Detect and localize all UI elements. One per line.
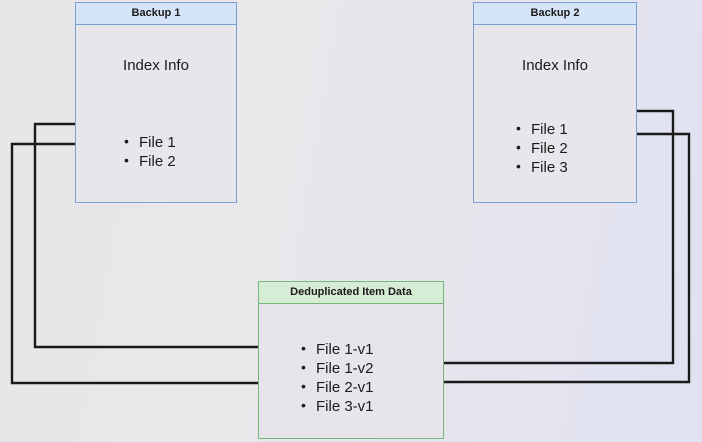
- list-item[interactable]: File 1-v1: [301, 339, 374, 359]
- list-item[interactable]: File 2: [516, 138, 568, 158]
- backup2-title: Backup 2: [474, 3, 636, 25]
- backup2-file-list: File 1 File 2 File 3: [516, 119, 568, 177]
- dedup-node[interactable]: Deduplicated Item Data File 1-v1 File 1-…: [258, 281, 444, 439]
- backup2-node[interactable]: Backup 2 Index Info File 1 File 2 File 3: [473, 2, 637, 203]
- backup1-index-label: Index Info: [123, 57, 189, 74]
- backup2-index-label: Index Info: [522, 57, 588, 74]
- backup1-file-list: File 1 File 2: [124, 132, 176, 171]
- list-item[interactable]: File 1-v2: [301, 358, 374, 378]
- dedup-title: Deduplicated Item Data: [259, 282, 443, 304]
- list-item[interactable]: File 2: [124, 151, 176, 171]
- list-item[interactable]: File 1: [124, 132, 176, 152]
- backup1-node[interactable]: Backup 1 Index Info File 1 File 2: [75, 2, 237, 203]
- backup1-body: Index Info File 1 File 2: [76, 25, 236, 202]
- list-item[interactable]: File 1: [516, 119, 568, 139]
- list-item[interactable]: File 3-v1: [301, 396, 374, 416]
- list-item[interactable]: File 3: [516, 157, 568, 177]
- backup1-title: Backup 1: [76, 3, 236, 25]
- list-item[interactable]: File 2-v1: [301, 377, 374, 397]
- dedup-item-list: File 1-v1 File 1-v2 File 2-v1 File 3-v1: [301, 339, 374, 416]
- backup2-body: Index Info File 1 File 2 File 3: [474, 25, 636, 202]
- dedup-body: File 1-v1 File 1-v2 File 2-v1 File 3-v1: [259, 304, 443, 438]
